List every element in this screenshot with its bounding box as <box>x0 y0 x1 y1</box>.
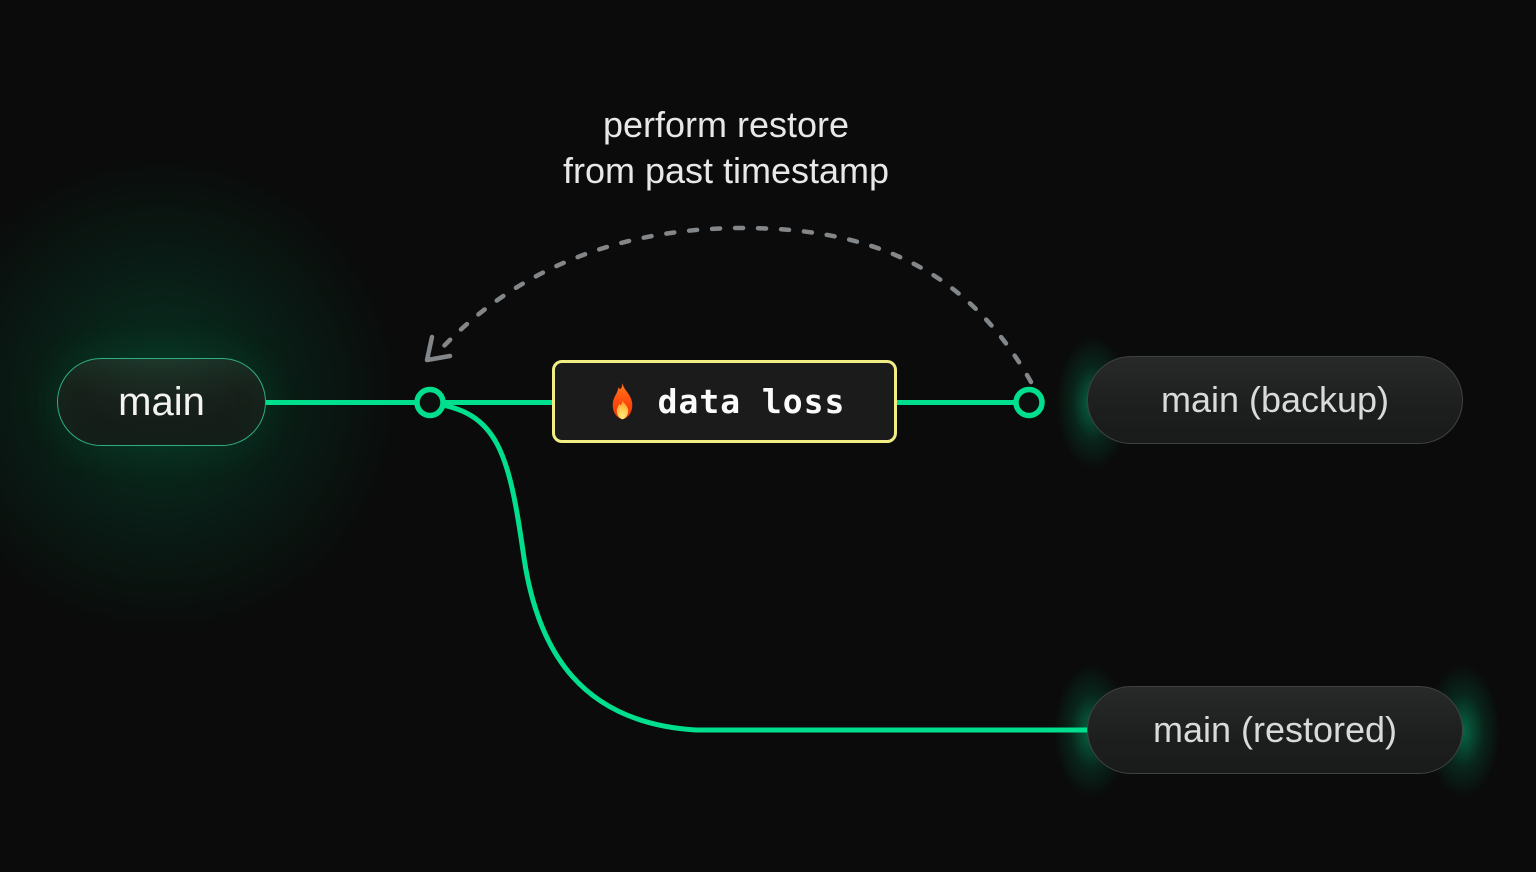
branch-node-restored: main (restored) <box>1087 686 1463 774</box>
fire-icon <box>612 382 632 420</box>
branch-node-backup-label: main (backup) <box>1160 379 1390 420</box>
restore-annotation-line1: perform restore <box>602 104 850 145</box>
restore-arrowhead-icon <box>424 334 453 363</box>
restore-annotation-line2: from past timestamp <box>562 150 890 191</box>
branch-junction-ring-icon <box>414 386 446 419</box>
restored-branch-curve <box>427 400 1093 733</box>
data-loss-event-label: data loss <box>657 382 846 421</box>
restore-arc-dashed <box>439 225 1034 385</box>
restore-annotation: perform restore from past timestamp <box>426 102 1026 194</box>
branch-node-main: main <box>57 358 266 446</box>
data-loss-event-box: data loss <box>552 360 897 443</box>
branch-node-restored-label: main (restored) <box>1152 709 1398 750</box>
branch-node-backup: main (backup) <box>1087 356 1463 444</box>
branch-node-main-label: main <box>118 379 205 424</box>
backup-endpoint-ring-icon <box>1013 386 1045 419</box>
